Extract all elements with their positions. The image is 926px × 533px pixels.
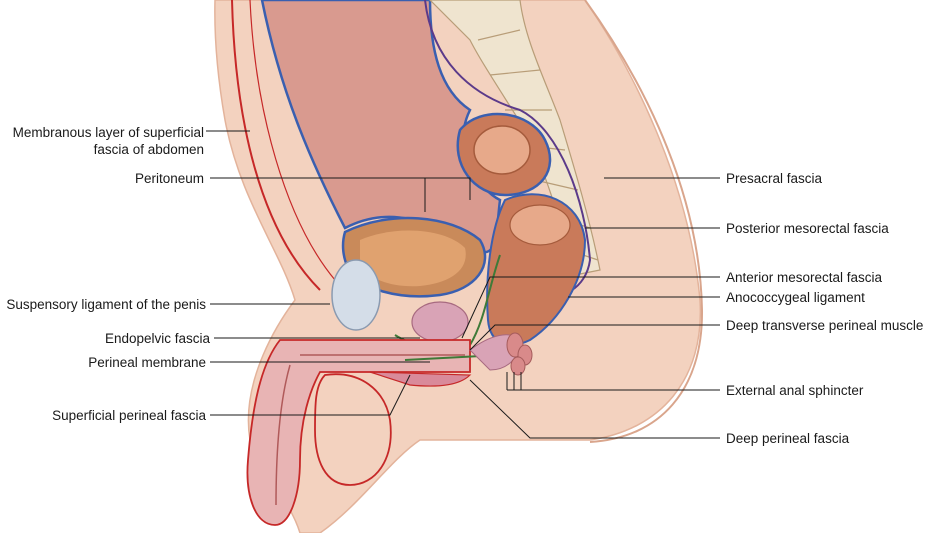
label-external-anal-sphincter: External anal sphincter — [726, 383, 864, 398]
sigmoid-lumen — [473, 125, 531, 175]
leader-external-anal-sphincter — [506, 372, 720, 391]
label-posterior-mesorectal-fascia: Posterior mesorectal fascia — [726, 221, 889, 236]
leader-superficial-perineal-fascia — [210, 374, 411, 416]
label-anterior-mesorectal-fascia: Anterior mesorectal fascia — [726, 270, 883, 285]
label-superficial-perineal-fascia: Superficial perineal fascia — [52, 408, 206, 423]
label-presacral-fascia: Presacral fascia — [726, 171, 823, 186]
presacral-fascia-line — [424, 0, 592, 291]
leader-lines — [206, 130, 720, 439]
prostate — [411, 301, 469, 343]
leader-anterior-mesorectal — [461, 276, 720, 339]
peritoneal-cavity — [260, 0, 502, 254]
label-peritoneum: Peritoneum — [134, 171, 204, 186]
bladder-interior — [360, 230, 466, 287]
leader-deep-perineal-fascia — [469, 379, 720, 439]
rectum-lumen — [509, 204, 571, 246]
leader-deep-transverse — [469, 324, 720, 351]
superficial-perineal-fascia-shape — [369, 371, 472, 387]
label-endopelvic-fascia: Endopelvic fascia — [104, 331, 210, 346]
label-perineal-membrane: Perineal membrane — [88, 355, 206, 370]
label-anococcygeal-ligament: Anococcygeal ligament — [726, 290, 865, 305]
scrotum — [314, 373, 392, 486]
label-deep-transverse-perineal-muscle: Deep transverse perineal muscle — [726, 318, 924, 333]
membranous-layer-line — [231, 0, 321, 291]
membranous-layer-line-inner — [249, 0, 336, 281]
label-deep-perineal-fascia: Deep perineal fascia — [726, 431, 850, 446]
penis — [246, 339, 471, 526]
urethra — [275, 354, 465, 506]
pubic-symphysis — [331, 259, 381, 331]
leader-peritoneum — [210, 177, 471, 212]
buttock-contour — [584, 0, 704, 443]
label-suspensory-ligament: Suspensory ligament of the penis — [6, 297, 206, 312]
external-anal-sphincter-shape — [506, 332, 533, 376]
label-membranous-layer: Membranous layer of superficial fascia o… — [12, 125, 204, 157]
